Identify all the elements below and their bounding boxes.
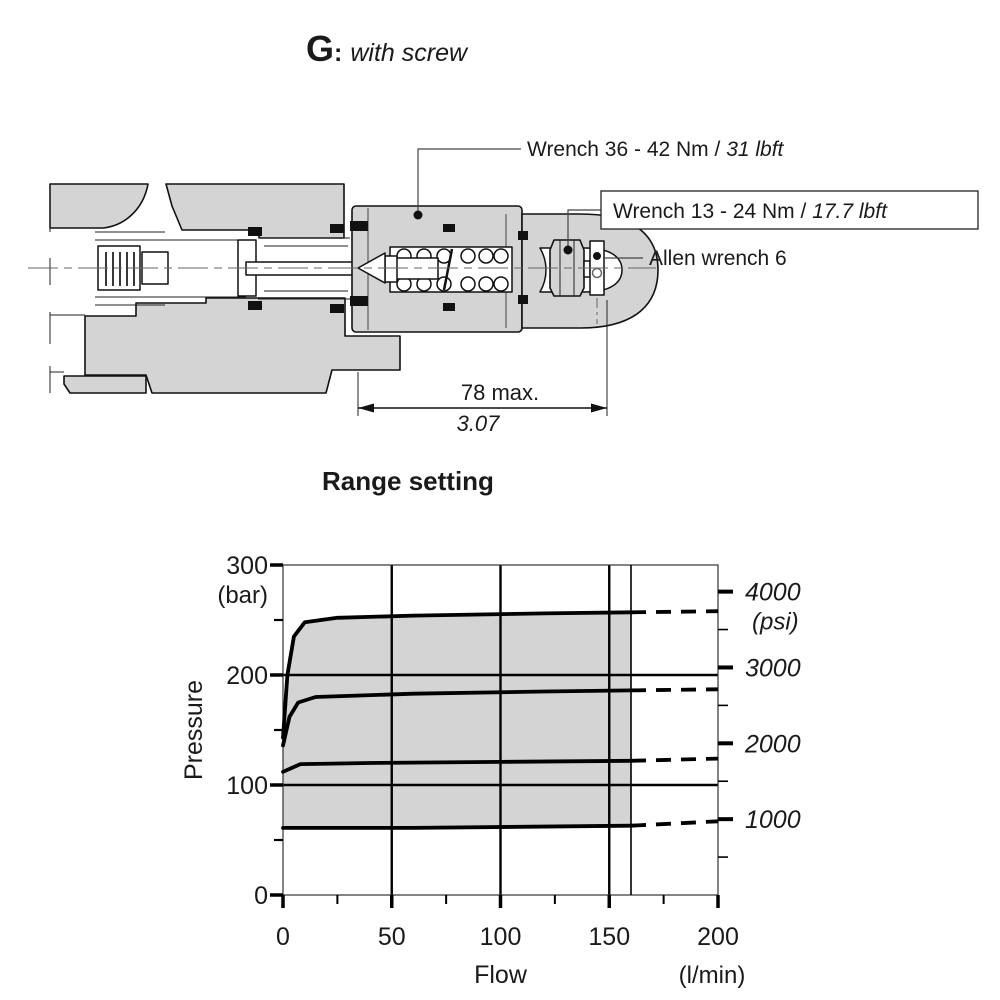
pressure-curve-p1-60bar-dashed [630, 819, 719, 828]
variant-letter: G [306, 28, 335, 69]
dimension-arrow-left [358, 403, 374, 413]
pressure-curve-p3-185bar [281, 688, 633, 748]
pressure-curve-p3-185bar-dashed [630, 687, 719, 693]
main-spring-coils [396, 248, 509, 292]
valve-housing-lower-strip [63, 375, 147, 394]
dimension-imperial: 3.07 [457, 411, 501, 436]
pressure-curve-p2-120bar-dashed [630, 756, 719, 763]
chart-title: Range setting [322, 466, 494, 496]
leader-wrench-boxed [567, 209, 601, 248]
section-break-lines [49, 184, 85, 393]
y-bar-tick-label-300: 300 [226, 552, 268, 580]
y-bar-tick-label-200: 200 [226, 662, 268, 690]
y-psi-tick-label-4000: 4000 [745, 579, 801, 607]
spring-wire [442, 248, 454, 291]
leader-dot-allen [593, 252, 601, 260]
o-ring-seals [248, 221, 528, 313]
y-bar-tick-label-100: 100 [226, 772, 268, 800]
y-left-unit-label: (bar) [217, 582, 268, 609]
pressure-curve-p4-255bar [281, 610, 633, 740]
callout-wrench-top: Wrench 36 - 42 Nm / 31 lbft [527, 138, 785, 161]
x-tick-label-0: 0 [276, 923, 290, 951]
x-tick-label-150: 150 [588, 923, 630, 951]
variant-description: with screw [350, 39, 468, 67]
callout-allen-wrench: Allen wrench 6 [649, 247, 787, 270]
page-title: G:with screw [306, 28, 467, 70]
pressure-curve-p4-255bar-dashed [630, 609, 719, 615]
x-tick-label-100: 100 [480, 923, 522, 951]
setting-range-band [283, 612, 631, 828]
dimension-metric: 78 max. [461, 380, 539, 405]
x-axis-label: Flow [474, 961, 528, 989]
x-tick-label-200: 200 [697, 923, 739, 951]
leader-dot-wrench-boxed [563, 245, 573, 255]
y-psi-tick-label-2000: 2000 [744, 730, 801, 758]
x-unit-label: (l/min) [679, 962, 746, 989]
valve-housing-lower [84, 297, 401, 394]
y-psi-tick-label-3000: 3000 [745, 654, 801, 682]
callout-box [600, 190, 979, 230]
x-tick-label-50: 50 [378, 923, 406, 951]
pressure-curve-p2-120bar [281, 758, 633, 774]
pressure-curve-p1-60bar [281, 823, 633, 830]
y-bar-tick-label-0: 0 [254, 882, 268, 910]
y-right-unit-label: (psi) [752, 609, 799, 636]
y-axis-label: Pressure [180, 680, 208, 780]
bore-lines [95, 231, 350, 306]
valve-housing-upper-left [49, 183, 149, 229]
callout-wrench-boxed: Wrench 13 - 24 Nm / 17.7 lbft [613, 200, 888, 223]
leader-wrench-top [417, 148, 521, 214]
leader-dot-wrench-top [413, 210, 423, 220]
y-psi-tick-label-1000: 1000 [745, 806, 801, 834]
dimension-arrow-right [591, 403, 607, 413]
title-colon: : [334, 39, 343, 67]
pilot-spring-coils [105, 252, 135, 286]
